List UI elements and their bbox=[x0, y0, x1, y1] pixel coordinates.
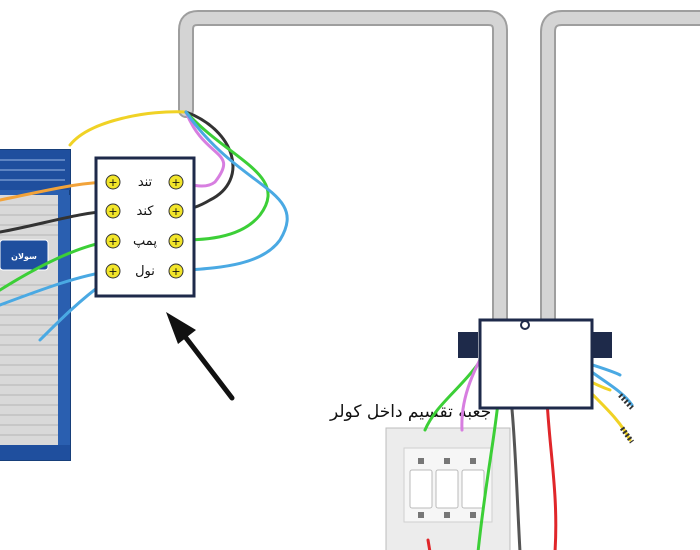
terminal-row-2: + کند + bbox=[105, 203, 184, 219]
wall-junction-box bbox=[458, 318, 612, 410]
terminal-row-4: + نول + bbox=[105, 263, 184, 279]
terminal-plus: + bbox=[171, 265, 180, 278]
terminal-plus: + bbox=[108, 176, 117, 189]
terminal-plus: + bbox=[108, 205, 117, 218]
evaporative-cooler: سولان bbox=[0, 149, 71, 461]
cooler-junction-box: + تند + + کند + + پمپ + + نول + bbox=[94, 156, 196, 298]
conduits bbox=[178, 10, 700, 330]
label-kond: کند bbox=[137, 204, 155, 219]
label-nol: نول bbox=[135, 264, 155, 279]
terminal-plus: + bbox=[171, 176, 180, 189]
terminal-row-3: + پمپ + bbox=[105, 233, 184, 249]
label-pomp: پمپ bbox=[133, 234, 157, 249]
terminal-plus: + bbox=[108, 235, 117, 248]
wall-switch bbox=[385, 427, 511, 550]
label-tond: تند bbox=[138, 175, 153, 190]
caption: جعبه تقسیم داخل کولر bbox=[329, 402, 491, 422]
pointer-arrow bbox=[166, 312, 235, 401]
terminal-plus: + bbox=[171, 205, 180, 218]
wire-tips bbox=[618, 393, 635, 444]
cooler-brand-label: سولان bbox=[11, 252, 37, 261]
terminal-plus: + bbox=[171, 235, 180, 248]
terminal-row-1: + تند + bbox=[105, 174, 184, 190]
terminal-plus: + bbox=[108, 265, 117, 278]
